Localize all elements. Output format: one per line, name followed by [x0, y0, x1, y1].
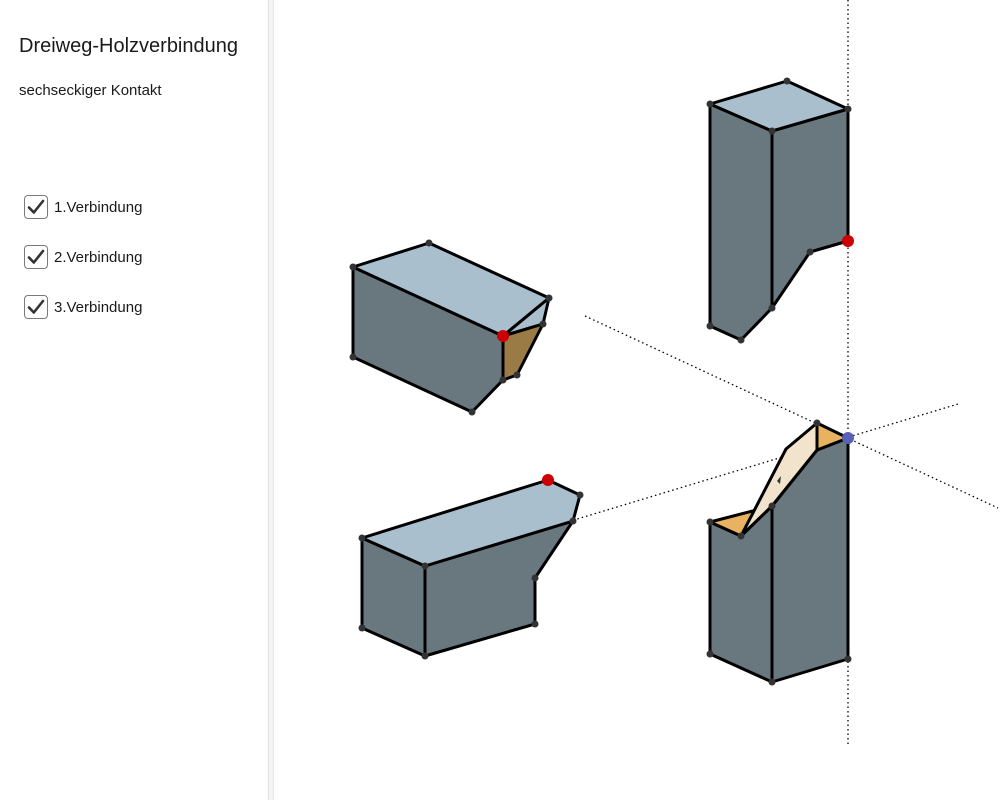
app-subtitle: sechseckiger Kontakt [19, 82, 162, 99]
checkbox-verbindung-1[interactable]: 1.Verbindung [24, 193, 142, 221]
panel-divider[interactable] [268, 0, 274, 800]
red-point-block-3[interactable] [542, 474, 554, 486]
timber-block-upper-left[interactable] [351, 241, 551, 414]
sidebar: Dreiweg-Holzverbindung sechseckiger Kont… [0, 0, 268, 800]
app-title: Dreiweg-Holzverbindung [19, 35, 238, 57]
checkbox-label[interactable]: 3.Verbindung [54, 298, 143, 316]
check-icon [27, 299, 45, 314]
checkbox-box[interactable] [24, 195, 48, 219]
vertex-points[interactable] [349, 77, 852, 686]
graphics-view[interactable] [275, 0, 1000, 800]
checkbox-label[interactable]: 2.Verbindung [54, 248, 143, 266]
red-point-block-1[interactable] [497, 330, 509, 342]
check-icon [27, 249, 45, 264]
check-icon [27, 199, 45, 214]
graphics-canvas-svg[interactable] [275, 0, 1000, 800]
checkbox-box[interactable] [24, 245, 48, 269]
timber-block-upper-right[interactable] [708, 79, 850, 342]
red-point-block-2[interactable] [842, 235, 854, 247]
checkbox-label[interactable]: 1.Verbindung [54, 198, 143, 216]
checkbox-box[interactable] [24, 295, 48, 319]
checkbox-verbindung-2[interactable]: 2.Verbindung [24, 243, 142, 271]
checkbox-verbindung-3[interactable]: 3.Verbindung [24, 293, 142, 321]
contact-marker [777, 476, 781, 484]
timber-block-lower-right[interactable] [708, 421, 850, 684]
origin-point[interactable] [842, 432, 854, 444]
timber-block-lower-left[interactable] [360, 478, 582, 658]
